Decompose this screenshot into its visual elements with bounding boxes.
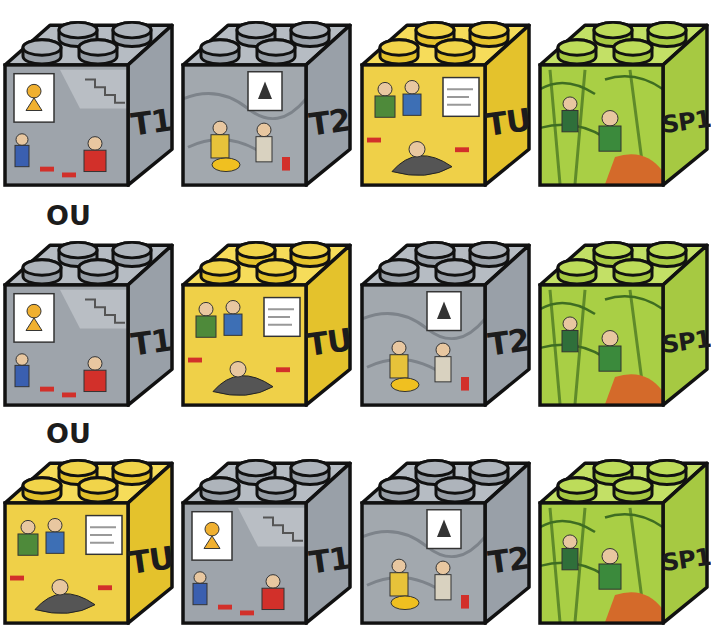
lego-brick: T2 xyxy=(178,2,354,188)
lego-brick: SP1 xyxy=(535,222,711,408)
lego-brick: T1 xyxy=(0,2,176,188)
side-label-area: SP1 xyxy=(661,74,711,170)
side-label-area: T2 xyxy=(483,294,533,390)
side-label-area: T2 xyxy=(304,74,354,170)
brick-label: SP1 xyxy=(660,543,711,577)
lego-brick: T1 xyxy=(178,440,354,626)
lego-brick: T2 xyxy=(357,222,533,408)
lego-brick: TU xyxy=(0,440,176,626)
side-label-area: TU xyxy=(304,294,354,390)
brick-drawing xyxy=(535,440,711,626)
lego-brick: T2 xyxy=(357,440,533,626)
lego-brick: SP1 xyxy=(535,440,711,626)
brick-label: T1 xyxy=(306,539,351,580)
brick-drawing xyxy=(0,2,176,188)
side-label-area: SP1 xyxy=(661,294,711,390)
lego-brick: TU xyxy=(357,2,533,188)
brick-drawing xyxy=(178,2,354,188)
brick-label: T1 xyxy=(128,101,173,142)
side-label-area: TU xyxy=(126,512,176,608)
side-label-area: T1 xyxy=(126,74,176,170)
brick-label: T1 xyxy=(128,321,173,362)
side-label-area: SP1 xyxy=(661,512,711,608)
brick-label: T2 xyxy=(306,101,351,142)
side-label-area: T1 xyxy=(304,512,354,608)
brick-label: T2 xyxy=(485,321,530,362)
brick-drawing xyxy=(357,2,533,188)
separator-word: OU xyxy=(46,200,91,231)
brick-drawing xyxy=(0,222,176,408)
brick-drawing xyxy=(357,440,533,626)
brick-label: TU xyxy=(127,539,176,581)
brick-label: SP1 xyxy=(660,325,711,359)
lego-brick: TU xyxy=(178,222,354,408)
brick-drawing xyxy=(535,222,711,408)
brick-drawing xyxy=(178,222,354,408)
brick-drawing xyxy=(535,2,711,188)
brick-drawing xyxy=(357,222,533,408)
brick-label: SP1 xyxy=(660,105,711,139)
lego-brick: SP1 xyxy=(535,2,711,188)
side-label-area: TU xyxy=(483,74,533,170)
separator-word: OU xyxy=(46,418,91,449)
lego-brick: T1 xyxy=(0,222,176,408)
brick-label: TU xyxy=(484,101,533,143)
brick-drawing xyxy=(0,440,176,626)
brick-label: TU xyxy=(305,321,354,363)
side-label-area: T2 xyxy=(483,512,533,608)
brick-label: T2 xyxy=(485,539,530,580)
side-label-area: T1 xyxy=(126,294,176,390)
brick-drawing xyxy=(178,440,354,626)
